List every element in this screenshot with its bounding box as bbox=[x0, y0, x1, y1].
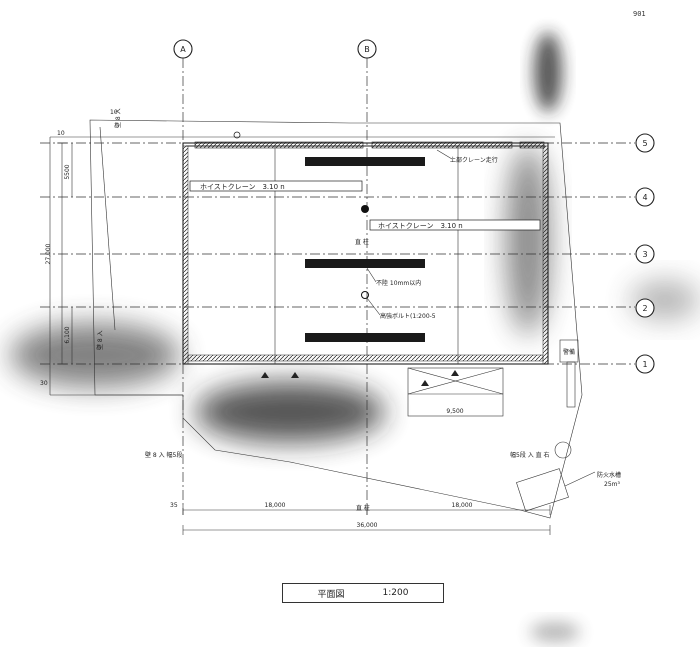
bubble-b: B bbox=[364, 45, 370, 54]
fire-tank bbox=[516, 468, 569, 512]
bubble-a: A bbox=[180, 45, 186, 54]
label-left-bottom: 壁 8 入 幅5段 bbox=[145, 451, 182, 459]
dimensions: 18,000 18,000 36,000 35 27,000 5500 6,10… bbox=[40, 109, 551, 535]
yard: 9,500 警備 防火水槽 25m³ bbox=[261, 339, 621, 512]
drawing-scale: 1:200 bbox=[382, 588, 409, 598]
dim-edge-left: 10 bbox=[57, 130, 65, 137]
dim-bottom-bay: 6,100 bbox=[64, 326, 71, 343]
bubble-1: 1 bbox=[642, 360, 647, 369]
page-number: 901 bbox=[633, 10, 646, 18]
fixed-bar-label: 不陸 10mm以内 bbox=[376, 279, 421, 287]
fire-tank-size: 25m³ bbox=[604, 481, 620, 488]
building bbox=[182, 131, 549, 365]
center-column bbox=[361, 205, 369, 213]
label-top-side: 壁 8 入 bbox=[114, 108, 122, 128]
smudge-column-right bbox=[506, 145, 550, 335]
rail-2 bbox=[305, 259, 425, 268]
center-mark-label: 直 柱 bbox=[355, 238, 369, 246]
bubble-3: 3 bbox=[642, 250, 647, 259]
center-column-2 bbox=[361, 291, 369, 299]
rail-3 bbox=[305, 333, 425, 342]
dim-bay-right: 18,000 bbox=[452, 502, 473, 509]
drawing-title: 平面図 bbox=[317, 589, 345, 600]
dim-bay-left: 18,000 bbox=[265, 502, 286, 509]
crane-rails bbox=[305, 157, 425, 342]
building-outline bbox=[182, 142, 549, 365]
scan-smudges bbox=[10, 32, 700, 642]
side-labels: 壁 8 入 幅5段 幅5段 入 直 右 壁 8 入 壁 8 入 直 柱 bbox=[96, 108, 550, 512]
guard-label: 警備 bbox=[563, 348, 575, 356]
smudge-left bbox=[10, 323, 180, 387]
fire-tank-label: 防火水槽 bbox=[597, 471, 621, 479]
top-wall-hatch bbox=[194, 141, 364, 149]
site-boundary bbox=[49, 119, 583, 519]
hoist-crane-1: ホイストクレーン 3.10 n bbox=[200, 183, 285, 191]
smudge-bottom-right bbox=[530, 622, 580, 642]
dim-edge-top: 10 bbox=[110, 109, 118, 116]
bubble-2: 2 bbox=[642, 304, 647, 313]
drawing-title-block: 平面図 1:200 bbox=[282, 583, 444, 603]
dim-left-offset: 35 bbox=[170, 502, 178, 509]
bubble-4: 4 bbox=[642, 193, 647, 202]
tree bbox=[554, 441, 572, 459]
dim-overall-depth: 27,000 bbox=[45, 243, 52, 264]
shed bbox=[407, 367, 504, 417]
shed-width: 9,500 bbox=[446, 408, 463, 415]
rail-1 bbox=[305, 157, 425, 166]
crane-labels: ホイストクレーン 3.10 n ホイストクレーン 3.10 n 上部クレーン走行… bbox=[189, 149, 541, 320]
grid-bubbles: A B 5 4 3 2 1 bbox=[173, 39, 655, 374]
column-marker-top bbox=[233, 131, 241, 139]
smudge-column-top bbox=[534, 32, 562, 112]
label-right-bottom: 幅5段 入 直 右 bbox=[510, 451, 550, 459]
dim-overall-width: 36,000 bbox=[357, 522, 378, 529]
leader-left bbox=[99, 126, 116, 331]
bubble-5: 5 bbox=[642, 139, 647, 148]
dim-edge-bottom: 30 bbox=[40, 380, 48, 387]
dim-top-bay: 5500 bbox=[64, 164, 71, 179]
label-bottom-center: 直 柱 bbox=[356, 504, 370, 512]
overhead-crane-label: 上部クレーン走行 bbox=[450, 156, 498, 164]
label-left-side: 壁 8 入 bbox=[96, 330, 104, 350]
hoist-crane-2: ホイストクレーン 3.10 n bbox=[378, 222, 463, 230]
smudge-center bbox=[195, 382, 385, 442]
column-note-label: 高強ボルト(1:200-5 bbox=[380, 312, 436, 320]
